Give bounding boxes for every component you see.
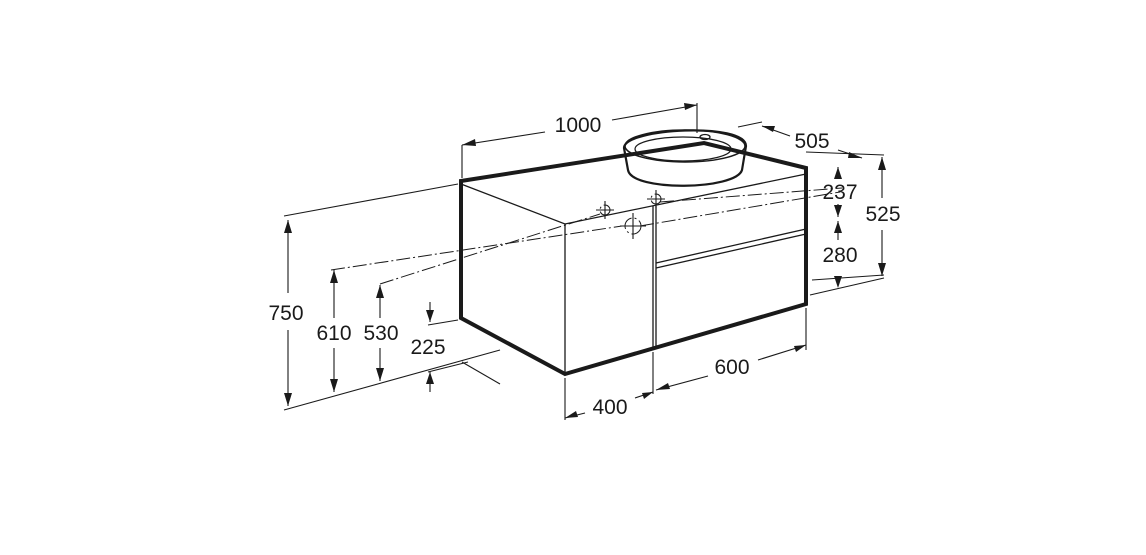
tap-hole bbox=[699, 133, 711, 141]
label-height-225: 225 bbox=[410, 336, 445, 359]
basin-outer bbox=[622, 129, 748, 187]
cabinet-outline bbox=[459, 140, 808, 377]
label-door-width: 400 bbox=[592, 396, 627, 419]
label-depth: 505 bbox=[794, 130, 829, 153]
basin-bowl bbox=[634, 136, 732, 162]
drawer-divider-2 bbox=[655, 233, 807, 269]
label-width-total: 1000 bbox=[555, 114, 602, 137]
cabinet bbox=[459, 140, 808, 377]
label-height-530: 530 bbox=[363, 322, 398, 345]
dimension-labels: 1000 505 750 610 530 225 237 280 525 600… bbox=[268, 114, 900, 419]
label-height-total: 750 bbox=[268, 302, 303, 325]
service-points bbox=[596, 190, 665, 239]
label-bottom-drawer: 280 bbox=[822, 244, 857, 267]
basin-rim bbox=[624, 129, 746, 163]
basin bbox=[622, 129, 748, 187]
projection-lines bbox=[330, 187, 843, 285]
label-front-height: 525 bbox=[865, 203, 900, 226]
extension-lines bbox=[283, 103, 885, 420]
label-top-drawer: 237 bbox=[822, 181, 857, 204]
label-height-610: 610 bbox=[316, 322, 351, 345]
water-point-left-icon bbox=[596, 201, 614, 219]
label-drawer-unit-width: 600 bbox=[714, 356, 749, 379]
drawer-divider bbox=[655, 228, 807, 264]
dimension-lines bbox=[284, 103, 886, 419]
water-point-right-icon bbox=[647, 190, 665, 208]
